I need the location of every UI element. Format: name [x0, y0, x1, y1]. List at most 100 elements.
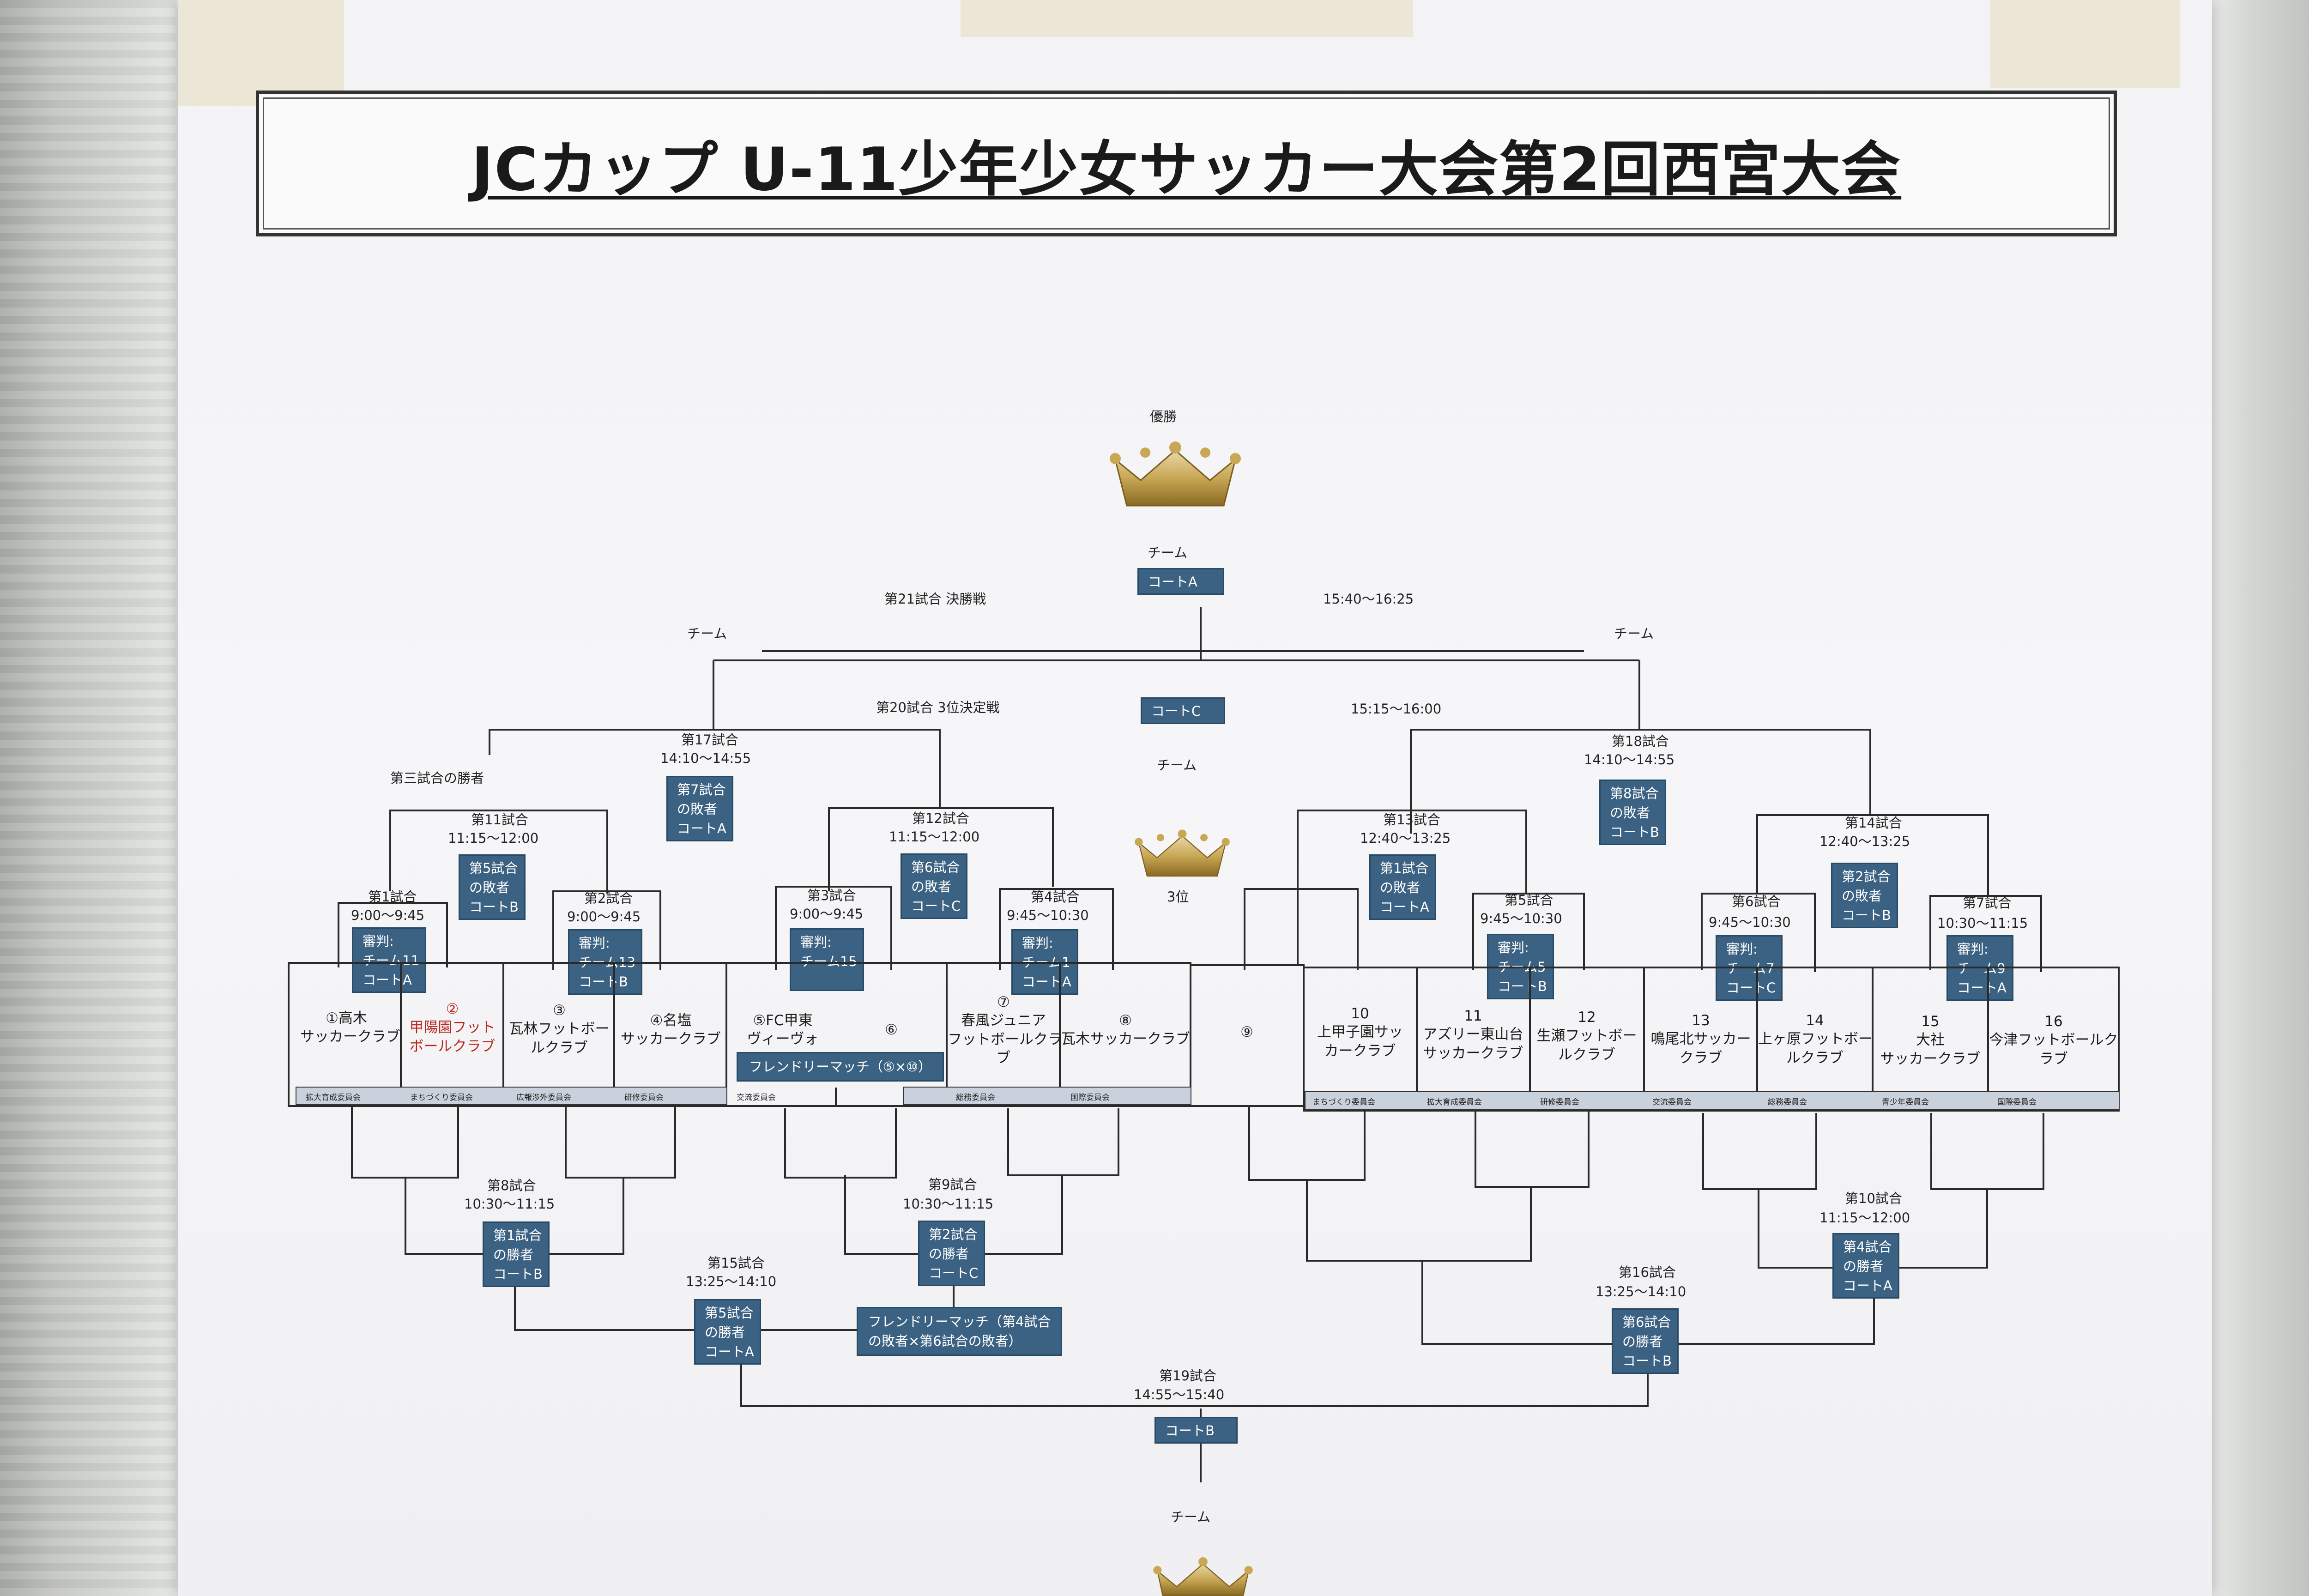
match-time: 12:40〜13:25	[1819, 834, 1910, 849]
committee-bar	[296, 1087, 727, 1105]
final-left-team: チーム	[687, 626, 727, 641]
committee-label: 国際委員会	[1070, 1093, 1110, 1102]
match-title: 第2試合	[584, 890, 633, 906]
match-box: 第7試合の敗者コートA	[666, 776, 733, 842]
tape	[178, 0, 344, 106]
committee-bar	[903, 1087, 1191, 1105]
third-place-team: チーム	[1157, 757, 1197, 773]
match-time: 14:10〜14:55	[660, 750, 751, 766]
committee-label: 研修委員会	[624, 1093, 664, 1102]
match-title: 第3試合	[807, 888, 856, 903]
match-title: 第1試合	[368, 889, 417, 905]
match-title: 第10試合	[1845, 1191, 1902, 1206]
match-time: 11:15〜12:00	[889, 829, 980, 845]
match-time: 9:45〜10:30	[1709, 914, 1791, 930]
team-4: ④名塩サッカークラブ	[621, 1012, 721, 1048]
match-time: 9:00〜9:45	[567, 909, 641, 925]
match-time: 14:55〜15:40	[1134, 1387, 1225, 1403]
match-title: 第18試合	[1612, 733, 1669, 749]
final-court-box: コートA	[1137, 568, 1224, 595]
match-box: 第5試合の敗者コートB	[459, 854, 526, 920]
committee-label: 交流委員会	[1652, 1098, 1692, 1107]
committee-label: 広報渉外委員会	[516, 1093, 571, 1102]
champion-team: チーム	[1148, 545, 1188, 561]
tape	[1990, 0, 2180, 88]
final-right-team: チーム	[1614, 626, 1654, 641]
third-place-rank: 3位	[1167, 889, 1189, 905]
committee-label: 青少年委員会	[1882, 1098, 1929, 1107]
match-box: 第2試合の勝者コートC	[918, 1221, 985, 1287]
team-1: ①高木サッカークラブ	[300, 1010, 400, 1046]
bottom-court-box: コートB	[1154, 1417, 1238, 1444]
bottom-team: チーム	[1171, 1509, 1211, 1525]
match-time: 10:30〜11:15	[464, 1196, 555, 1212]
match-title: 第6試合	[1732, 894, 1781, 909]
match-title: 第12試合	[912, 810, 969, 826]
committee-label: 拡大育成委員会	[1427, 1098, 1482, 1107]
match-title: 第17試合	[681, 732, 738, 748]
committee-label: 交流委員会	[737, 1093, 776, 1102]
match-title: 第9試合	[928, 1177, 977, 1192]
match-box: 第8試合の敗者コートB	[1599, 780, 1666, 846]
match-box: 第2試合の敗者コートB	[1831, 863, 1898, 929]
match-title: 第5試合	[1505, 892, 1553, 908]
bracket-note: 第三試合の勝者	[390, 770, 484, 786]
match-time: 9:45〜10:30	[1007, 907, 1089, 923]
committee-label: 研修委員会	[1540, 1098, 1579, 1107]
crown-icon	[1153, 1557, 1253, 1596]
match-box: 第1試合の敗者コートA	[1369, 854, 1436, 920]
friendly-match-box: フレンドリーマッチ（第4試合の敗者×第6試合の敗者）	[857, 1307, 1063, 1356]
match-time: 11:15〜12:00	[448, 830, 539, 846]
third-place-time: 15:15〜16:00	[1351, 701, 1442, 717]
committee-label: まちづくり委員会	[1312, 1098, 1375, 1107]
match-title: 第8試合	[487, 1178, 536, 1193]
committee-bar	[1305, 1091, 2120, 1110]
committee-label: 総務委員会	[956, 1093, 995, 1102]
final-time: 15:40〜16:25	[1323, 591, 1414, 607]
window-blind	[0, 0, 175, 1596]
match-box: 審判:チーム15	[790, 928, 864, 991]
match-time: 12:40〜13:25	[1360, 830, 1451, 846]
match-title: 第13試合	[1383, 812, 1440, 828]
match-box: 第1試合の勝者コートB	[483, 1221, 550, 1288]
committee-label: まちづくり委員会	[410, 1093, 473, 1102]
champion-label: 優勝	[1150, 409, 1177, 424]
match-time: 10:30〜11:15	[1937, 915, 2028, 931]
crown-icon	[1135, 829, 1230, 877]
match-title: 第14試合	[1845, 815, 1902, 831]
friendly-match-box: フレンドリーマッチ（⑤×⑩）	[737, 1052, 944, 1082]
match-title: 第15試合	[707, 1255, 765, 1271]
crown-icon	[1110, 441, 1241, 507]
title-banner: JCカップ U-11少年少女サッカー大会第2回西宮大会	[256, 91, 2117, 236]
committee-label: 国際委員会	[1997, 1098, 2037, 1107]
match-time: 9:45〜10:30	[1480, 911, 1562, 926]
match-time: 14:10〜14:55	[1584, 752, 1675, 768]
third-place-court-box: コートC	[1141, 697, 1225, 725]
tape	[961, 0, 1413, 37]
team-5: ⑤FC甲東ヴィーヴォ	[747, 1012, 819, 1048]
match-time: 10:30〜11:15	[903, 1196, 994, 1212]
match-box: 第6試合の敗者コートC	[901, 853, 968, 919]
team-6: ⑥	[885, 1022, 898, 1038]
team-9: ⑨	[1240, 1024, 1253, 1040]
match-title: 第19試合	[1159, 1368, 1216, 1384]
match-time: 13:25〜14:10	[686, 1274, 777, 1289]
match-title: 第11試合	[471, 812, 528, 828]
match-box: 第6試合の勝者コートB	[1612, 1308, 1679, 1374]
match-time: 9:00〜9:45	[790, 906, 864, 922]
match-title: 第7試合	[1963, 895, 2012, 911]
match-time: 9:00〜9:45	[351, 907, 425, 923]
committee-label: 総務委員会	[1768, 1098, 1807, 1107]
